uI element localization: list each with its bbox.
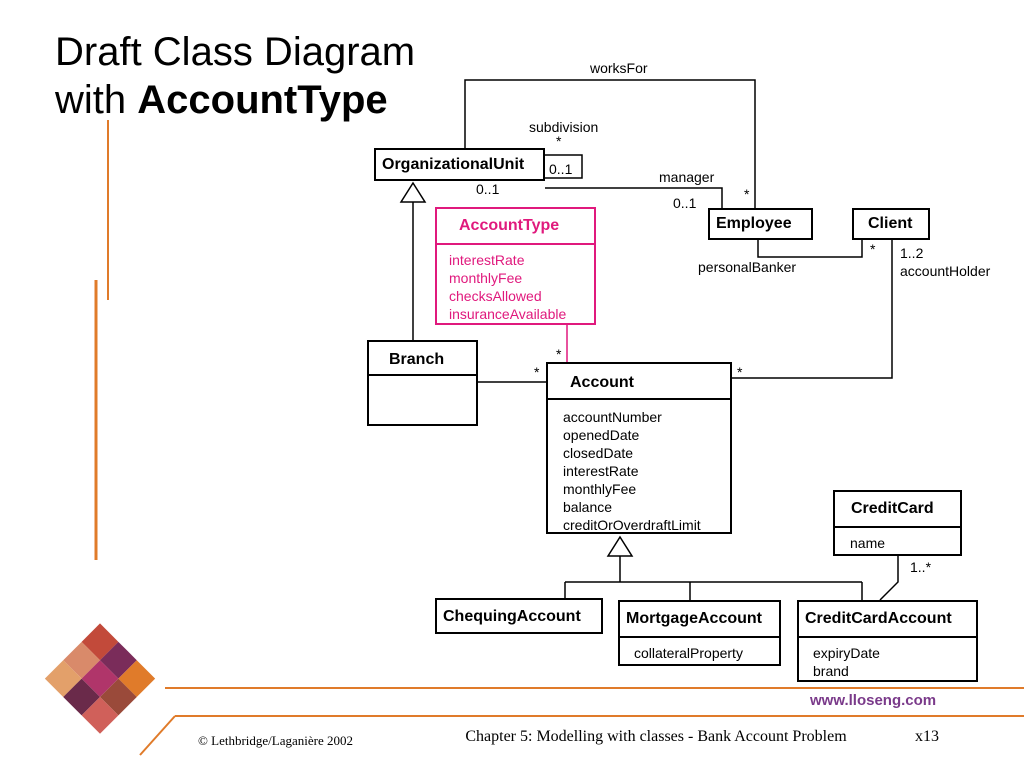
footer-website: www.lloseng.com — [810, 692, 937, 709]
assoc-personal-banker — [757, 240, 863, 258]
label-creditcard-mult: 1..* — [910, 559, 932, 575]
label-personal-banker-star: * — [870, 241, 876, 257]
attribute: name — [850, 535, 886, 551]
label-account-holder: accountHolder — [900, 263, 991, 279]
attribute: checksAllowed — [449, 288, 542, 304]
class-account: Account accountNumber openedDate closedD… — [546, 362, 732, 534]
label-accounttype-star: * — [556, 346, 562, 362]
attribute-list: expiryDate brand — [813, 644, 880, 680]
class-name: OrganizationalUnit — [382, 156, 525, 173]
generalization-triangle-orgunit — [399, 181, 427, 203]
label-branch-account-star: * — [534, 364, 540, 380]
attribute: openedDate — [563, 427, 640, 443]
label-subdivision-mult: 0..1 — [549, 161, 573, 177]
attribute: closedDate — [563, 445, 634, 461]
attribute: interestRate — [449, 252, 525, 268]
class-name: CreditCardAccount — [805, 610, 952, 627]
slide-title-line2: with AccountType — [55, 78, 388, 122]
assoc-works-for — [464, 79, 756, 210]
assoc-account-holder — [732, 240, 893, 379]
attribute: monthlyFee — [449, 270, 523, 286]
class-name: Employee — [716, 215, 792, 232]
attribute: brand — [813, 663, 849, 679]
footer-slide-number: x13 — [915, 728, 939, 745]
class-credit-card: CreditCard name — [833, 490, 962, 556]
class-mortgage-account: MortgageAccount collateralProperty — [618, 600, 781, 666]
footer-copyright: © Lethbridge/Laganière 2002 — [198, 733, 353, 748]
class-employee: Employee — [708, 208, 813, 240]
attribute: insuranceAvailable — [449, 306, 567, 322]
decor-quilt — [44, 623, 156, 734]
footer-chapter: Chapter 5: Modelling with classes - Bank… — [465, 728, 847, 745]
label-works-for-star: * — [744, 186, 750, 202]
attribute-struck: monthlyFee — [563, 481, 637, 497]
class-client: Client — [852, 208, 930, 240]
label-client-account-star: * — [737, 364, 743, 380]
slide-title-line1: Draft Class Diagram — [55, 30, 416, 74]
slide-title: Draft Class Diagram with AccountType — [55, 28, 415, 124]
label-account-holder-mult: 1..2 — [900, 245, 924, 261]
attribute: collateralProperty — [634, 645, 743, 661]
class-name: Account — [570, 374, 634, 391]
class-name: MortgageAccount — [626, 610, 762, 627]
label-subdivision: subdivision — [529, 119, 599, 135]
class-name: CreditCard — [851, 500, 934, 517]
assoc-creditcard — [879, 556, 899, 601]
label-subdivision-star: * — [556, 133, 562, 149]
attribute: creditOrOverdraftLimit — [563, 517, 701, 533]
class-name: Client — [868, 215, 913, 232]
label-works-for: worksFor — [590, 60, 648, 76]
assoc-subdivision — [545, 154, 583, 179]
label-personal-banker: personalBanker — [698, 259, 797, 275]
attribute: balance — [563, 499, 613, 515]
generalization-triangle-account — [606, 535, 634, 557]
attribute-struck: interestRate — [563, 463, 639, 479]
attribute: accountNumber — [563, 409, 662, 425]
label-manager: manager — [659, 169, 715, 185]
class-account-type: AccountType interestRate monthlyFee chec… — [435, 207, 596, 325]
assoc-manager — [545, 187, 723, 210]
class-name: ChequingAccount — [443, 608, 581, 625]
class-branch: Branch — [367, 340, 478, 426]
class-chequing-account: ChequingAccount — [435, 598, 603, 634]
class-name: AccountType — [459, 217, 560, 234]
attribute-list: accountNumber openedDate closedDate inte… — [563, 408, 701, 534]
slide-title-bold: AccountType — [137, 78, 388, 122]
class-credit-card-account: CreditCardAccount expiryDate brand — [797, 600, 978, 682]
class-organizational-unit: OrganizationalUnit — [374, 148, 545, 181]
label-manager-emp-mult: 0..1 — [673, 195, 697, 211]
class-name: Branch — [389, 351, 445, 368]
attribute: expiryDate — [813, 645, 880, 661]
label-manager-org-mult: 0..1 — [476, 181, 500, 197]
attribute-list: interestRate monthlyFee checksAllowed in… — [449, 251, 566, 323]
